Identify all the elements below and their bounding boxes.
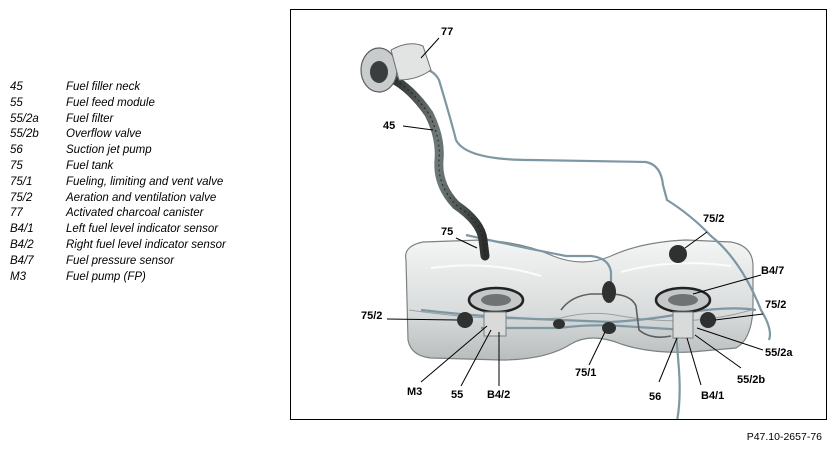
legend-code: 55 [10,96,23,109]
callout-56: 56 [649,391,662,403]
legend-row: 75/2 Aeration and ventilation valve [10,191,280,207]
legend-row: M3 Fuel pump (FP) [10,270,280,286]
legend-row: 55 Fuel feed module [10,96,280,112]
line-junction [602,322,616,334]
right-vent-valve [700,312,716,328]
filler-cap-assembly [360,43,432,93]
fuel-system-illustration [360,37,772,419]
legend-row: 75 Fuel tank [10,159,280,175]
legend-description: Fuel pressure sensor [66,254,175,267]
legend-description: Suction jet pump [66,144,152,157]
left-feed-module [467,286,525,337]
legend-row: 77 Activated charcoal canister [10,206,280,222]
legend-row: 55/2b Overflow valve [10,127,280,143]
legend-code: 56 [10,144,23,157]
legend-description: Activated charcoal canister [66,207,204,220]
fuel-filler-neck [386,73,490,261]
legend-code: B4/2 [10,238,34,251]
legend-code: 77 [10,207,23,220]
legend-row: 45 Fuel filler neck [10,80,280,96]
filling-limit-vent-valve [602,281,616,303]
legend-description: Aeration and ventilation valve [66,191,217,204]
legend-description: Fuel pump (FP) [66,270,146,283]
legend-code: 55/2b [10,128,39,141]
callout-75-1: 75/1 [575,367,597,379]
legend-description: Fuel feed module [66,96,155,109]
legend-code: M3 [10,270,26,283]
callout-55: 55 [451,389,464,401]
legend-code: 75 [10,159,23,172]
legend-description: Fuel filter [66,112,114,125]
callout-55-2a: 55/2a [765,347,793,359]
callout-75-2-left: 75/2 [361,310,383,322]
callout-77: 77 [441,26,454,38]
legend-row: B4/7 Fuel pressure sensor [10,254,280,270]
callout-75: 75 [441,226,454,238]
legend-row: 56 Suction jet pump [10,143,280,159]
callout-m3: M3 [407,386,423,398]
figure-reference-code: P47.10-2657-76 [746,431,822,443]
callout-55-2b: 55/2b [737,374,766,386]
callout-b4-1: B4/1 [701,390,725,402]
legend-code: B4/7 [10,254,34,267]
legend-row: B4/2 Right fuel level indicator sensor [10,238,280,254]
legend-description: Right fuel level indicator sensor [66,238,226,251]
line-junction [553,319,565,329]
legend-code: 75/2 [10,191,33,204]
legend-row: B4/1 Left fuel level indicator sensor [10,222,280,238]
right-feed-module [654,286,712,339]
legend-code: 55/2a [10,112,39,125]
callout-b4-7: B4/7 [761,265,785,277]
callout-75-2-right: 75/2 [765,299,787,311]
top-vent-valve [669,245,687,263]
legend-row: 75/1 Fueling, limiting and vent valve [10,175,280,191]
legend-row: 55/2a Fuel filter [10,112,280,128]
legend-code: B4/1 [10,223,34,236]
legend-code: 75/1 [10,175,33,188]
callout-75-2-top: 75/2 [703,213,725,225]
legend-code: 45 [10,81,23,93]
legend-description: Fueling, limiting and vent valve [66,175,224,188]
tank-ridge [430,262,732,277]
legend-description: Fuel filler neck [66,81,141,93]
callout-leaders [386,37,764,387]
left-vent-valve [457,312,473,328]
tank-seam [408,309,752,322]
fuel-system-figure: 77 45 75 75/2 B4/7 75/2 75/2 55/2a 55/2b… [290,9,827,420]
legend-description: Overflow valve [66,128,142,141]
legend-description: Left fuel level indicator sensor [66,223,219,236]
legend: 45 Fuel filler neck 55 Fuel feed module 55… [10,80,280,285]
callout-b4-2: B4/2 [487,389,511,401]
callout-45: 45 [383,120,396,132]
vent-lines [560,293,672,338]
legend-description: Fuel tank [66,159,114,172]
